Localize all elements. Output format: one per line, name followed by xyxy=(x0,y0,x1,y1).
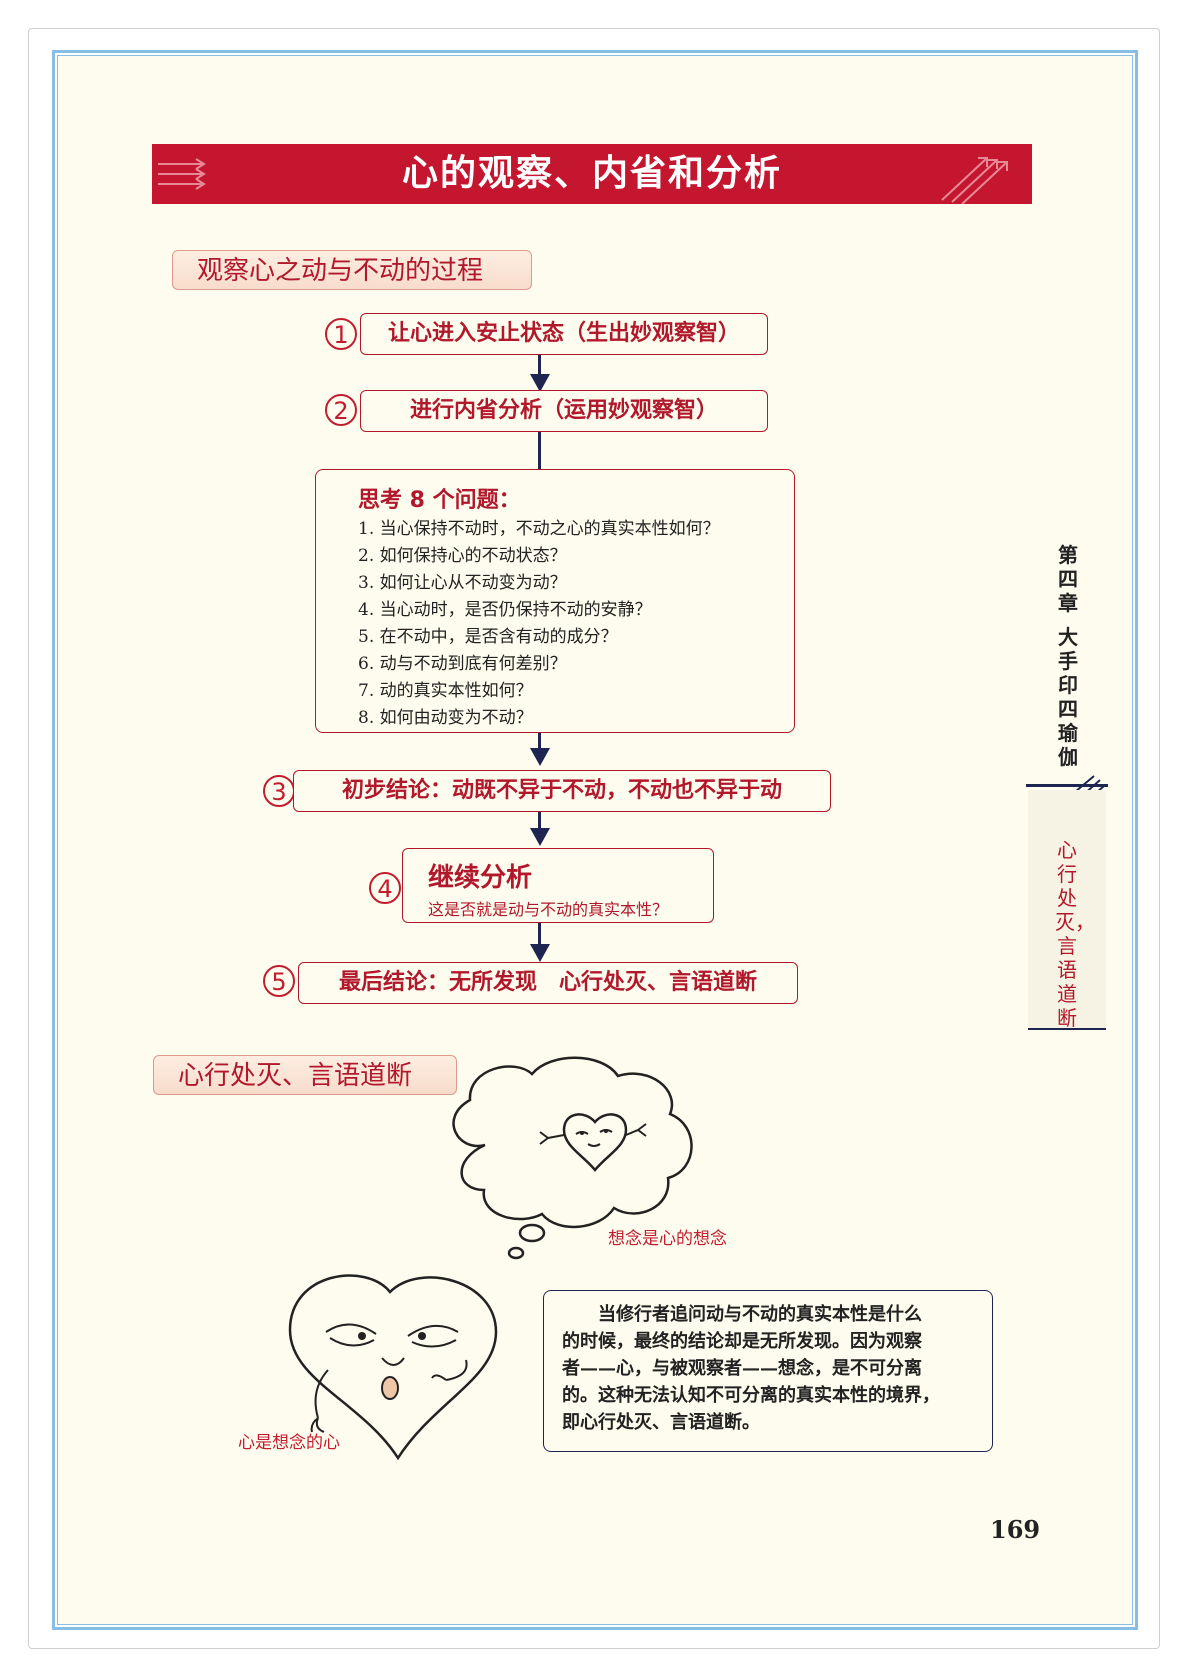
step-number-4: 4 xyxy=(369,872,401,904)
arrow-down-icon xyxy=(530,374,550,392)
step-2-box: 进行内省分析（运用妙观察智） xyxy=(360,390,768,432)
paragraph-line: 者——心，与被观察者——想念，是不可分离 xyxy=(562,1358,922,1379)
side-book-title: 大手印四瑜伽 xyxy=(1058,625,1078,769)
caption-thought: 想念是心的想念 xyxy=(608,1229,727,1249)
question-item: 1. 当心保持不动时，不动之心的真实本性如何？ xyxy=(358,519,720,539)
question-item: 8. 如何由动变为不动？ xyxy=(358,708,533,728)
step-number-2: 2 xyxy=(325,394,357,426)
connector-line xyxy=(538,812,541,832)
paragraph-line: 当修行者追问动与不动的真实本性是什么 xyxy=(562,1304,922,1325)
question-item: 4. 当心动时，是否仍保持不动的安静？ xyxy=(358,600,652,620)
connector-line xyxy=(538,432,541,470)
side-chapter: 第四章 xyxy=(1058,543,1078,615)
step-4-title: 继续分析 xyxy=(428,863,533,893)
arrow-down-icon xyxy=(530,748,550,766)
side-divider xyxy=(1026,784,1108,787)
paragraph-line: 的时候，最终的结论却是无所发现。因为观察 xyxy=(562,1331,922,1352)
questions-title: 思考 8 个问题： xyxy=(358,488,521,513)
explanation-box: 当修行者追问动与不动的真实本性是什么 的时候，最终的结论却是无所发现。因为观察 … xyxy=(543,1290,993,1452)
step-4-box: 继续分析 这是否就是动与不动的真实本性？ xyxy=(402,848,714,923)
step-3-box: 初步结论：动既不异于不动，不动也不异于动 xyxy=(293,770,831,812)
side-tab-panel xyxy=(1028,790,1106,1030)
heart-thought-illustration xyxy=(288,1056,693,1460)
section-tag-process: 观察心之动与不动的过程 xyxy=(172,250,532,290)
step-number-3: 3 xyxy=(263,775,295,807)
questions-box: 思考 8 个问题： 1. 当心保持不动时，不动之心的真实本性如何？ 2. 如何保… xyxy=(315,469,795,733)
page-blue-border xyxy=(52,50,1138,1630)
caption-heart: 心是想念的心 xyxy=(238,1433,340,1453)
question-item: 7. 动的真实本性如何？ xyxy=(358,681,533,701)
step-4-subtitle: 这是否就是动与不动的真实本性？ xyxy=(428,900,669,919)
connector-line xyxy=(538,355,541,379)
question-item: 2. 如何保持心的不动状态？ xyxy=(358,546,567,566)
question-item: 3. 如何让心从不动变为动？ xyxy=(358,573,567,593)
title-banner xyxy=(152,144,1032,204)
banner-arrows-icon xyxy=(158,157,1008,204)
question-item: 5. 在不动中，是否含有动的成分？ xyxy=(358,627,618,647)
step-5-box: 最后结论：无所发现 心行处灭、言语道断 xyxy=(298,962,798,1004)
side-topic: 心行处灭，言语道断 xyxy=(1055,838,1095,1030)
arrow-down-icon xyxy=(530,944,550,962)
paragraph-line: 的。这种无法认知不可分离的真实本性的境界， xyxy=(562,1385,940,1406)
section-tag-conclusion: 心行处灭、言语道断 xyxy=(153,1055,457,1095)
step-number-1: 1 xyxy=(325,318,357,350)
connector-line xyxy=(538,923,541,953)
step-number-5: 5 xyxy=(263,965,295,997)
question-item: 6. 动与不动到底有何差别？ xyxy=(358,654,567,674)
page-title: 心的观察、内省和分析 xyxy=(401,153,782,194)
connector-line xyxy=(538,733,541,753)
step-1-box: 让心进入安止状态（生出妙观察智） xyxy=(360,313,768,355)
paragraph-line: 即心行处灭、言语道断。 xyxy=(562,1412,760,1433)
arrow-down-icon xyxy=(530,828,550,846)
page-number: 169 xyxy=(990,1515,1041,1544)
